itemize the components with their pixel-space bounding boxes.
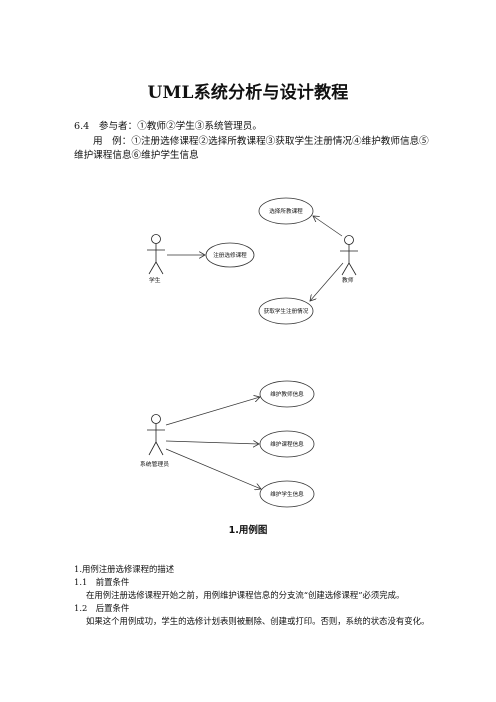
figure-caption: 1.用例图 [228,525,268,536]
use-case-register: 注册选修课程 [205,242,255,268]
actor-admin-label: 系统管理员 [140,460,169,468]
section-1-1-text: 在用例注册选修课程开始之前，用例维护课程信息的分支流“创建选修课程”必须完成。 [86,589,405,600]
section-1-1-heading: 1.1 前置条件 [74,576,130,587]
use-case-maintain-student: 维护学生信息 [259,480,315,508]
association-teacher-getreg [310,262,344,301]
actor-teacher-label: 教师 [342,276,354,284]
association-admin-teacher [165,397,260,426]
use-case-get-registration-label: 获取学生注册情况 [264,307,309,315]
use-case-maintain-course-label: 维护课程信息 [270,440,304,448]
association-admin-course [165,441,259,444]
section-1-heading: 1.用例注册选修课程的描述 [74,564,175,574]
use-case-get-registration: 获取学生注册情况 [258,297,314,325]
use-case-select-teach-label: 选择所教课程 [269,207,303,215]
actor-teacher [340,235,358,276]
association-admin-student [165,448,261,489]
use-case-register-label: 注册选修课程 [213,251,247,259]
use-case-select-teach: 选择所教课程 [258,197,314,225]
actor-student [147,234,165,275]
actor-teacher-head [344,235,354,245]
intro-paragraph: 6.4 参与者：①教师②学生③系统管理员。 用 例：①注册选修课程②选择所教课程… [74,120,434,164]
actor-admin [147,414,165,456]
use-case-maintain-teacher: 维护教师信息 [259,380,315,408]
use-case-maintain-course: 维护课程信息 [259,430,315,458]
association-teacher-select [313,216,343,237]
section-body: 1.用例注册选修课程的描述 1.1 前置条件 在用例注册选修课程开始之前，用例维… [74,563,436,628]
use-cases-line: 用 例：①注册选修课程②选择所教课程③获取学生注册情况④维护教师信息⑤维护课程信… [74,135,429,162]
document-title: UML系统分析与设计教程 [147,83,349,103]
use-case-maintain-teacher-label: 维护教师信息 [270,390,304,398]
actor-student-head [151,234,161,244]
section-1-2-text: 如果这个用例成功，学生的选修计划表则被删除、创建或打印。否则，系统的状态没有变化… [86,615,430,626]
actor-admin-head [151,414,161,424]
participants-line: 6.4 参与者：①教师②学生③系统管理员。 [74,121,262,132]
section-1-2-heading: 1.2 后置条件 [74,602,130,613]
use-case-maintain-student-label: 维护学生信息 [270,490,304,498]
actor-student-label: 学生 [149,276,161,284]
